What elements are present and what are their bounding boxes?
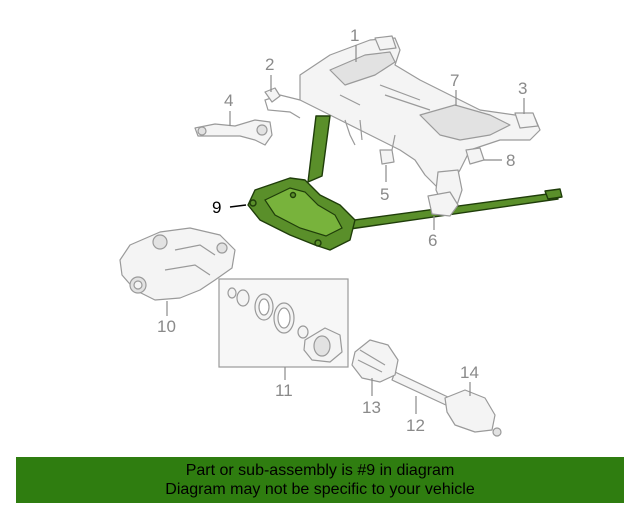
callout-1: 1 [350,26,359,45]
callout-13: 13 [362,398,381,417]
banner-line-1: Part or sub-assembly is #9 in diagram [185,462,455,479]
subframe-part-1[interactable] [264,35,541,209]
callout-8: 8 [506,151,515,170]
callout-6: 6 [428,231,437,250]
seal-kit-part-11[interactable] [218,278,349,368]
callout-7: 7 [450,71,459,90]
callout-12: 12 [406,416,425,435]
banner-line-2: Diagram may not be specific to your vehi… [165,481,475,498]
callout-2: 2 [265,55,274,74]
callout-11: 11 [275,381,293,400]
parts-diagram: 1 2 3 4 5 6 7 8 9 10 11 12 13 14 [119,26,563,437]
differential-part-10[interactable] [119,227,236,301]
cv-boot-part-13[interactable] [351,339,399,383]
callout-5: 5 [380,185,389,204]
callout-4: 4 [224,91,233,110]
cv-joint-part-14[interactable] [444,389,502,437]
callout-3: 3 [518,79,527,98]
axle-shaft-part-12[interactable] [391,371,451,407]
callout-9: 9 [212,198,221,217]
tie-rod-part-6[interactable] [427,191,459,217]
callout-10: 10 [157,317,176,336]
mount-part-8[interactable] [465,147,485,165]
leader-9 [229,204,247,208]
part-info-banner: Part or sub-assembly is #9 in diagram Di… [16,457,624,503]
callout-14: 14 [460,363,479,382]
mount-part-5[interactable] [379,149,395,165]
control-arm-part-4[interactable] [194,119,273,146]
